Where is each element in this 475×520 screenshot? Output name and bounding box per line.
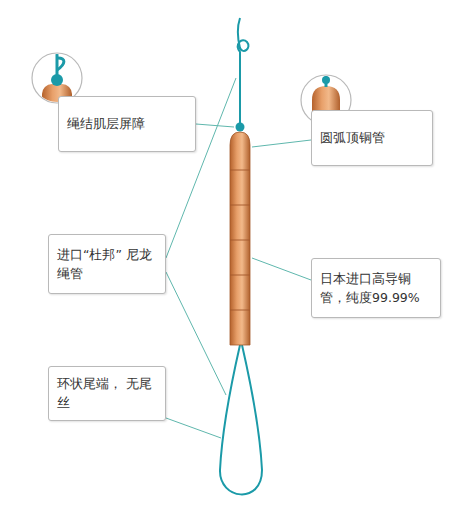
callout-text: 进口“杜邦” 尼龙绳管 [57, 245, 157, 284]
callout-text: 环状尾端， 无尾丝 [57, 374, 157, 413]
callout-text: 圆弧顶铜管 [320, 128, 385, 147]
callout-box: 环状尾端， 无尾丝 [48, 366, 166, 421]
nylon-string [220, 18, 262, 494]
callout-box: 日本进口高导铜管，纯度99.99% [311, 258, 441, 318]
tube-segment [230, 170, 250, 171]
string-knot [236, 123, 245, 132]
callout-text: 日本进口高导铜管，纯度99.99% [320, 269, 432, 308]
tube-segment [230, 205, 250, 206]
callout-box: 绳结肌层屏障 [58, 96, 196, 152]
tube-segment [230, 275, 250, 276]
callout-text: 绳结肌层屏障 [67, 114, 145, 133]
callout-box: 圆弧顶铜管 [311, 110, 433, 166]
callout-box: 进口“杜邦” 尼龙绳管 [48, 234, 166, 294]
copper-tube [230, 132, 250, 345]
tube-segment [230, 310, 250, 311]
tube-segment [230, 240, 250, 241]
